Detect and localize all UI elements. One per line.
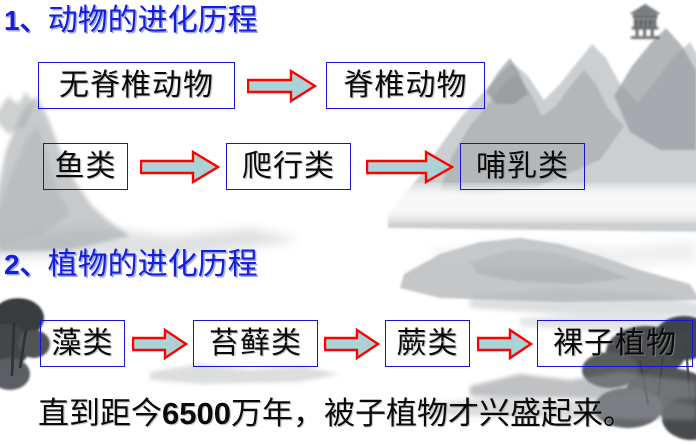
term-label: 藻类: [51, 325, 114, 361]
arrow-right-bryophyte-to-fern: [324, 328, 380, 360]
bottom-note: 直到距今6500万年，被子植物才兴盛起来。: [38, 398, 634, 430]
section-heading-animals: 1、动物的进化历程: [4, 6, 258, 36]
section-number-1: 1、: [4, 5, 48, 36]
bottom-note-suffix: 万年，被子植物才兴盛起来。: [230, 396, 634, 432]
term-box-fish[interactable]: 鱼类: [43, 143, 128, 190]
term-label: 苔藓类: [209, 325, 302, 361]
arrow-right-fern-to-gymnosperm: [477, 328, 533, 360]
term-box-reptile[interactable]: 爬行类: [226, 143, 351, 190]
section-title-2: 植物的进化历程: [47, 247, 258, 282]
bottom-note-number: 6500: [162, 396, 231, 431]
mountain-ink-icon: [400, 238, 696, 302]
term-label: 无脊椎动物: [59, 67, 214, 103]
term-box-invertebrate[interactable]: 无脊椎动物: [38, 62, 235, 109]
bottom-note-prefix: 直到距今: [38, 396, 162, 432]
section-title-1: 动物的进化历程: [47, 3, 258, 38]
term-label: 脊椎动物: [343, 67, 468, 103]
arrow-right-fish-to-reptile: [140, 150, 220, 184]
term-label: 裸子植物: [553, 325, 677, 361]
arrow-right-algae-to-bryophyte: [132, 328, 188, 360]
pavilion-icon: [629, 3, 661, 40]
term-label: 蕨类: [396, 325, 459, 361]
term-label: 爬行类: [242, 148, 335, 184]
section-heading-plants: 2、植物的进化历程: [4, 250, 258, 280]
term-label: 哺乳类: [476, 148, 569, 184]
section-number-2: 2、: [4, 249, 48, 280]
term-box-fern[interactable]: 蕨类: [385, 320, 470, 367]
term-box-mammal[interactable]: 哺乳类: [460, 143, 585, 190]
term-box-gymnosperm[interactable]: 裸子植物: [537, 320, 693, 367]
term-box-algae[interactable]: 藻类: [40, 320, 125, 367]
arrow-right-reptile-to-mammal: [366, 150, 454, 184]
term-label: 鱼类: [54, 148, 117, 184]
term-box-bryophyte[interactable]: 苔藓类: [193, 320, 318, 367]
mountain-ink-icon: [388, 28, 696, 232]
term-box-vertebrate[interactable]: 脊椎动物: [326, 62, 485, 109]
arrow-right-invertebrate-to-vertebrate: [247, 69, 317, 103]
